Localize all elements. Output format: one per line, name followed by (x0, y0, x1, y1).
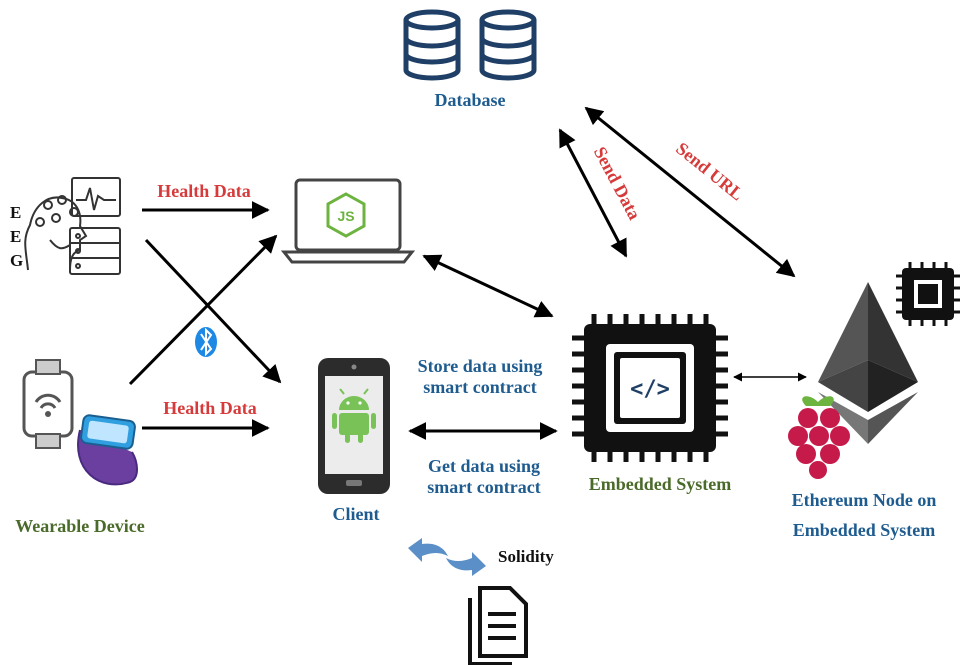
store-data-label-line1: Store data using (418, 356, 543, 376)
get-data-label-line2: smart contract (427, 477, 540, 497)
arrow-laptop-embedded (422, 254, 554, 318)
code-glyph-icon: </> (630, 377, 670, 402)
bluetooth-icon (195, 327, 217, 357)
client-label: Client (333, 504, 380, 524)
ethereum-icon (818, 282, 918, 444)
android-icon (332, 388, 376, 443)
arrow-eeg-to-client (144, 238, 282, 384)
send-url-label: Send URL (672, 138, 747, 204)
nodejs-hexagon-icon: JS (326, 192, 366, 238)
wearable-watch-icon (22, 359, 74, 449)
embedded-chip-icon (572, 314, 728, 462)
arrow-database-ethereum (584, 106, 796, 278)
database-icon (403, 9, 537, 81)
cpu-chip-icon (896, 262, 960, 326)
health-data-label-top: Health Data (157, 181, 251, 201)
ethereum-node-label-line1: Ethereum Node on (792, 490, 937, 510)
arrow-wearable-to-laptop (128, 234, 278, 386)
embedded-system-label: Embedded System (589, 474, 732, 494)
solidity-label: Solidity (498, 547, 554, 566)
database-label: Database (435, 90, 506, 110)
store-data-label-line2: smart contract (423, 377, 536, 397)
eeg-letter-e2: E (10, 227, 21, 246)
exchange-arrows-icon (408, 538, 486, 576)
eeg-device-icon (24, 177, 121, 275)
document-icon (468, 586, 528, 665)
health-data-label-bottom: Health Data (163, 398, 257, 418)
wearable-device-label: Wearable Device (15, 516, 144, 536)
ethereum-node-label-line2: Embedded System (793, 520, 936, 540)
get-data-label-line1: Get data using (428, 456, 540, 476)
nodejs-badge-text: JS (337, 208, 354, 224)
send-data-label: Send Data (590, 143, 645, 223)
smart-band-icon (77, 414, 138, 486)
raspberry-pi-icon (788, 396, 850, 479)
eeg-letter-g: G (10, 251, 23, 270)
eeg-letter-e1: E (10, 203, 21, 222)
